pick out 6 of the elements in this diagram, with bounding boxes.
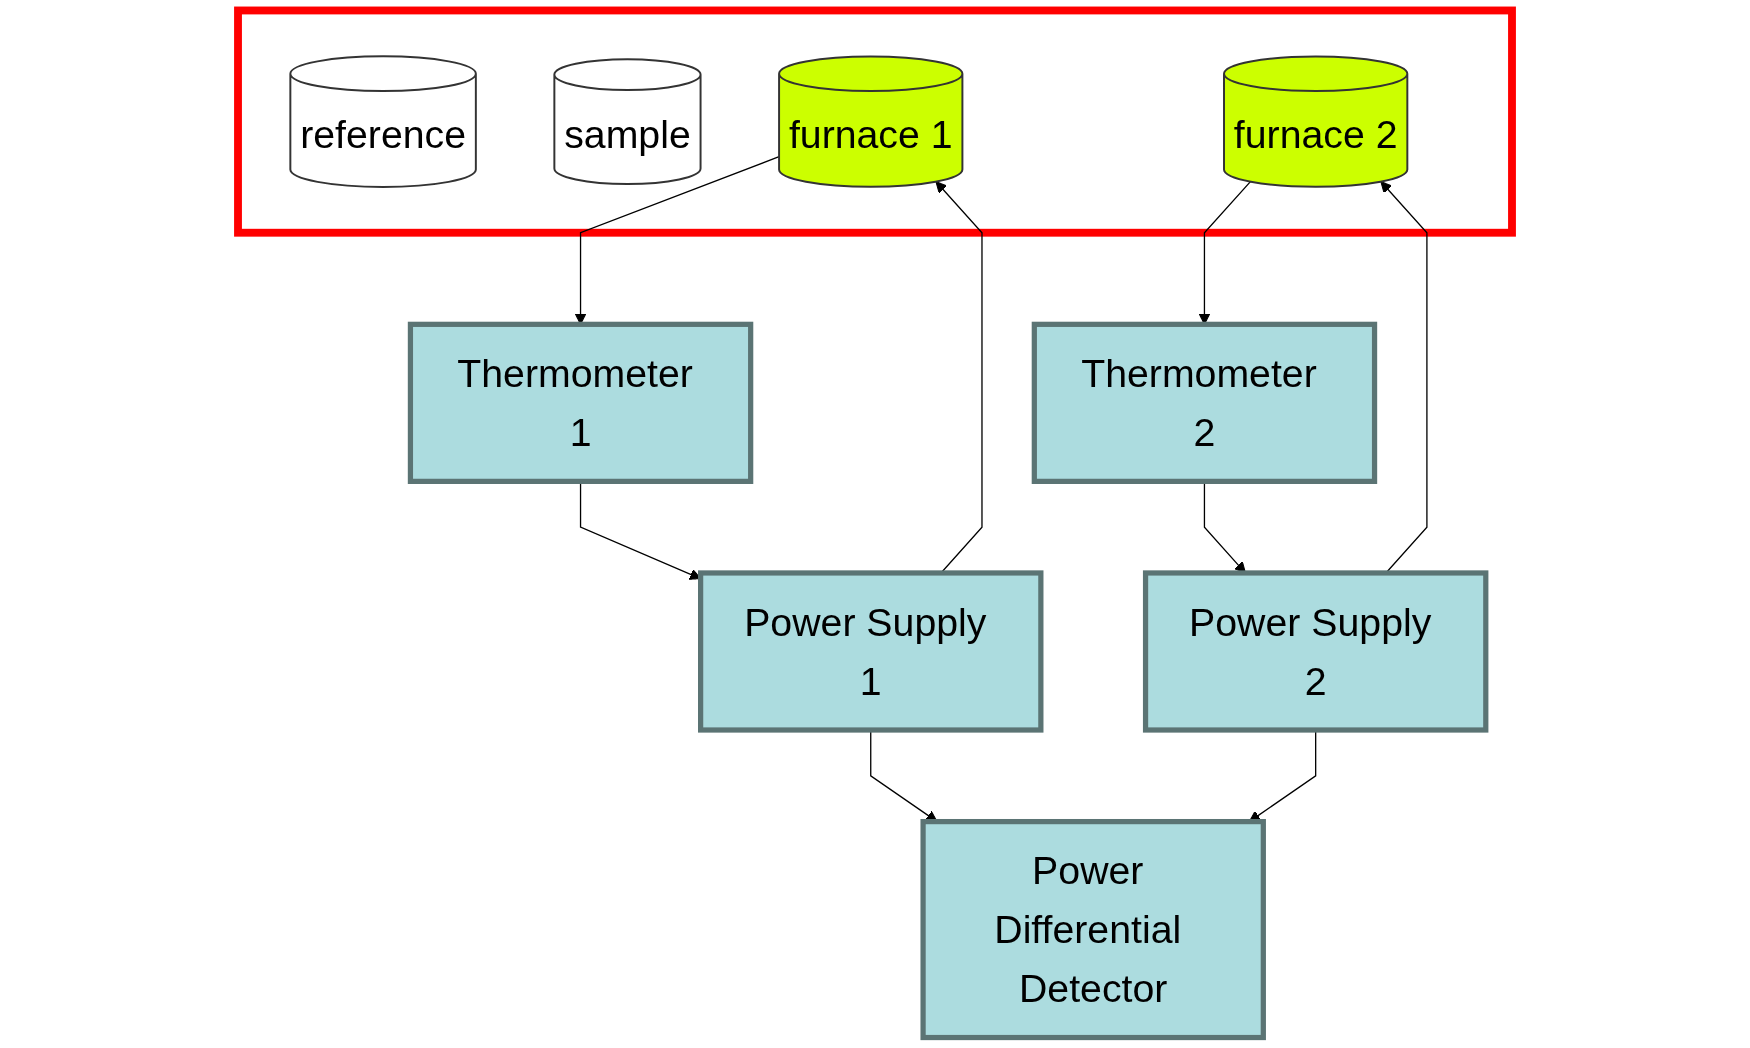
node-box: Thermometer 2	[1031, 321, 1378, 484]
node-box: Thermometer 1	[407, 321, 754, 484]
node-box: Power Supply 1	[698, 570, 1044, 733]
node-box: Power Differential Detector	[920, 819, 1266, 1041]
cluster	[234, 6, 1516, 237]
node-box: Power Supply 2	[1142, 570, 1489, 733]
